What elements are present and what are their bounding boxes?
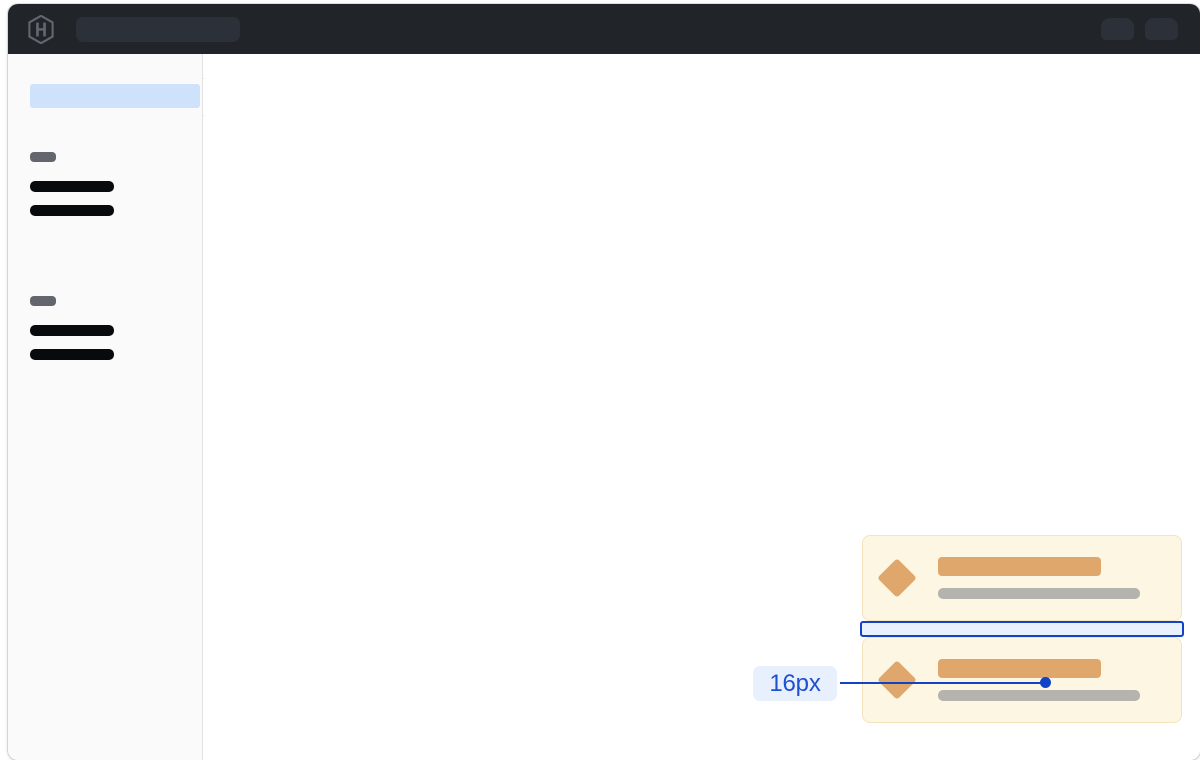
sidebar-item-g2-1[interactable] <box>30 325 114 336</box>
diamond-icon <box>877 660 917 700</box>
sidebar-group-1 <box>30 152 114 216</box>
topbar-actions <box>1101 18 1178 40</box>
main-canvas: 16px <box>204 54 1200 760</box>
measurement-leader-line <box>840 682 1048 684</box>
gap-measurement-highlight <box>860 621 1184 637</box>
card-text-lines <box>938 557 1163 599</box>
app-window: 16px <box>8 4 1200 760</box>
info-card[interactable] <box>862 535 1182 621</box>
sidebar-item-g1-2[interactable] <box>30 205 114 216</box>
sidebar <box>8 54 203 760</box>
diamond-icon <box>877 558 917 598</box>
measurement-value-label: 16px <box>753 666 837 701</box>
sidebar-group-2-label <box>30 296 56 306</box>
topbar-chip-1[interactable] <box>1101 18 1134 40</box>
top-navigation-bar <box>8 4 1200 54</box>
card-subtitle-placeholder <box>938 690 1140 701</box>
global-search-input[interactable] <box>76 16 240 42</box>
sidebar-selected-item[interactable] <box>30 84 200 108</box>
card-text-lines <box>938 659 1163 701</box>
card-subtitle-placeholder <box>938 588 1140 599</box>
sidebar-group-2 <box>30 296 114 360</box>
info-card[interactable] <box>862 637 1182 723</box>
hashicorp-hexagon-logo-icon[interactable] <box>28 14 54 44</box>
card-title-placeholder <box>938 557 1101 576</box>
sidebar-item-g1-1[interactable] <box>30 181 114 192</box>
sidebar-group-1-label <box>30 152 56 162</box>
sidebar-item-g2-2[interactable] <box>30 349 114 360</box>
topbar-chip-2[interactable] <box>1145 18 1178 40</box>
card-title-placeholder <box>938 659 1101 678</box>
measurement-endpoint-dot <box>1040 677 1051 688</box>
card-stack <box>860 535 1184 723</box>
